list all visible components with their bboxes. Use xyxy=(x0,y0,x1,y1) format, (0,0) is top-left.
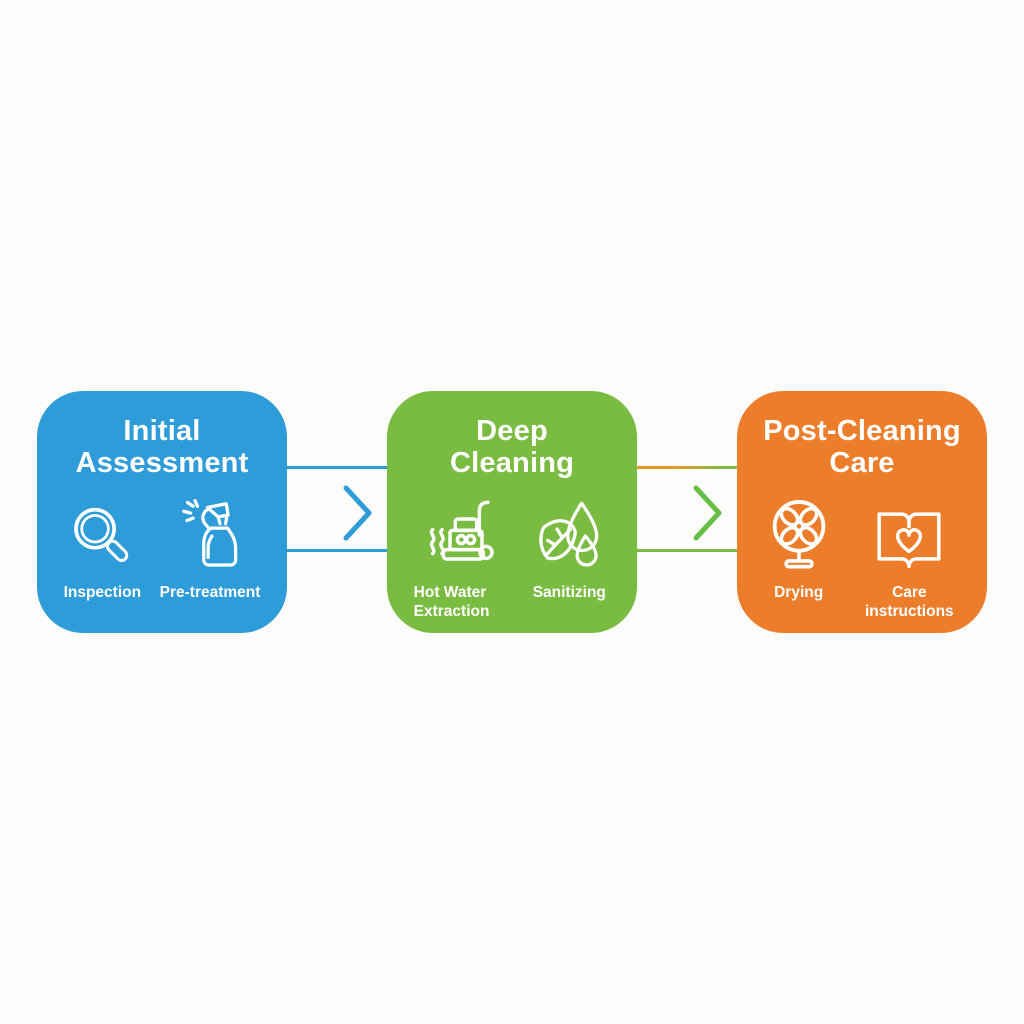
spray-bottle-icon xyxy=(170,489,250,575)
step-items: Hot Water Extraction Sanitizing xyxy=(387,489,637,621)
step-title-line: Deep xyxy=(476,415,548,447)
step-box-post-cleaning-care: Post-Cleaning Care Drying xyxy=(737,391,987,633)
fan-icon xyxy=(758,489,840,575)
step-item-sanitizing: Sanitizing xyxy=(528,489,610,602)
item-label: Sanitizing xyxy=(532,584,606,601)
step-items: Inspection Pre-treatment xyxy=(37,489,287,602)
item-label: Hot Water Extraction xyxy=(413,584,490,620)
connector2-top-line xyxy=(637,466,737,469)
magnifier-icon xyxy=(65,489,139,575)
connector1-top-line xyxy=(287,466,387,469)
step-title: Post-Cleaning Care xyxy=(737,415,987,479)
steam-cleaner-icon xyxy=(419,489,505,575)
step-title: Deep Cleaning xyxy=(387,415,637,479)
step-item-care-instructions: Care instructions xyxy=(852,489,966,621)
step-items: Drying Care instructions xyxy=(737,489,987,621)
step-box-initial-assessment: Initial Assessment Inspection xyxy=(37,391,287,633)
step-item-drying: Drying xyxy=(758,489,840,602)
step-title-line: Post-Cleaning xyxy=(763,415,961,447)
connector2-bottom-line xyxy=(637,549,737,552)
book-heart-icon xyxy=(869,489,949,575)
step-title-line: Assessment xyxy=(75,447,249,479)
step-title-line: Cleaning xyxy=(449,447,575,479)
chevron-right-icon xyxy=(343,485,372,541)
step-item-inspection: Inspection xyxy=(63,489,142,602)
connector1-bottom-line xyxy=(287,549,387,552)
item-label: Drying xyxy=(774,584,824,601)
step-box-deep-cleaning: Deep Cleaning xyxy=(387,391,637,633)
step-title-line: Care xyxy=(829,447,895,479)
step-item-hot-water-extraction: Hot Water Extraction xyxy=(414,489,510,621)
step-title: Initial Assessment xyxy=(37,415,287,479)
chevron-right-icon xyxy=(693,485,722,541)
step-item-pre-treatment: Pre-treatment xyxy=(159,489,261,602)
leaf-droplet-icon xyxy=(528,489,610,575)
item-label: Pre-treatment xyxy=(159,584,261,601)
step-title-line: Initial xyxy=(123,415,201,447)
item-label: Care instructions xyxy=(864,584,954,620)
item-label: Inspection xyxy=(63,584,142,601)
